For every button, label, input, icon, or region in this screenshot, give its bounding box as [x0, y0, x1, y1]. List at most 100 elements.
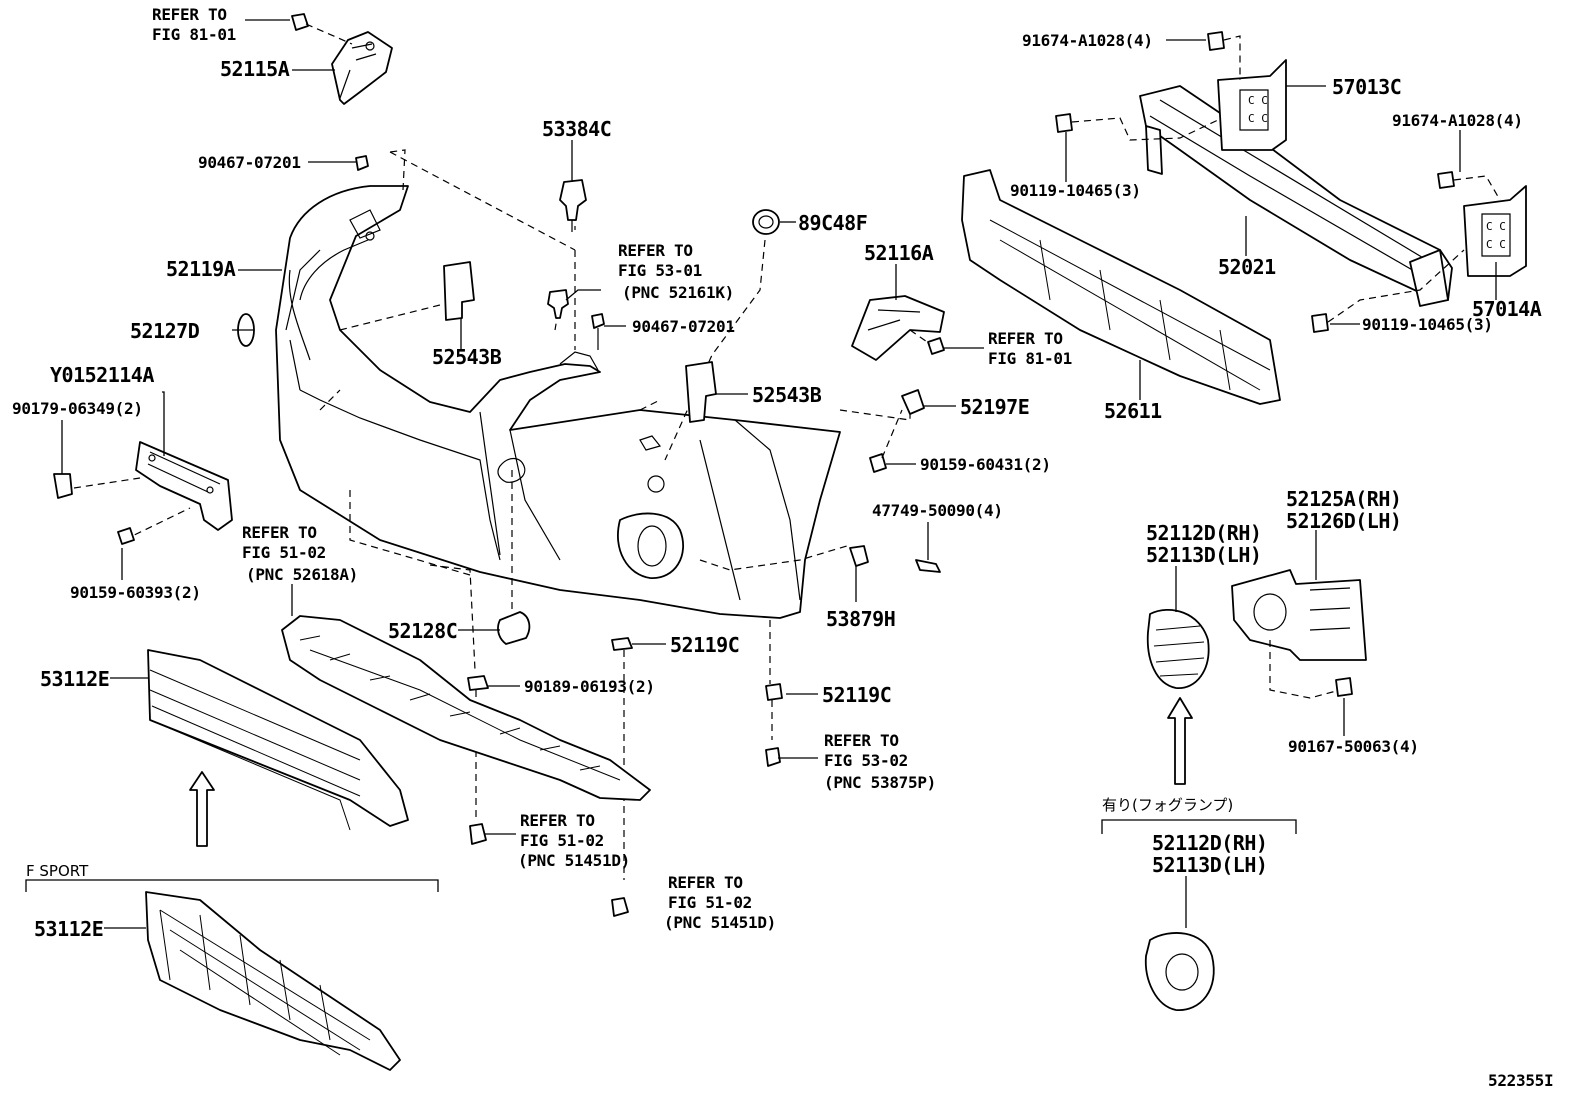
emblem-52127d-drawing — [232, 313, 255, 347]
label-52126d: 52126D(LH) — [1286, 509, 1401, 533]
section-foglamp: 有り(フォグランプ) — [1102, 796, 1233, 814]
ref-fig81b-line2: FIG 81-01 — [988, 349, 1072, 368]
ref-fig53b-line3: (PNC 53875P) — [824, 773, 936, 792]
svg-text:C C: C C — [1486, 220, 1506, 233]
svg-text:C C: C C — [1248, 112, 1268, 125]
bolt-91674-right-drawing — [1437, 171, 1501, 201]
label-52113d-lower: 52113D(LH) — [1152, 853, 1267, 877]
label-90179: 90179-06349(2) — [12, 399, 143, 418]
bolt-91674-top-drawing — [1207, 31, 1241, 80]
clip-52119c-left-drawing — [611, 637, 633, 880]
label-52197e: 52197E — [960, 395, 1029, 419]
screw-90467-mid-drawing — [591, 313, 605, 350]
ref-fig51a-line3: (PNC 52618A) — [246, 565, 358, 584]
foglamp-cover-lower-drawing — [1144, 932, 1215, 1011]
bracket-52115a-drawing — [291, 13, 393, 105]
ref-fig53b-line2: FIG 53-02 — [824, 751, 908, 770]
label-90467-mid: 90467-07201 — [632, 317, 735, 336]
label-90167: 90167-50063(4) — [1288, 737, 1419, 756]
screw-90159-right-drawing — [869, 409, 903, 473]
label-53112e-upper: 53112E — [40, 667, 109, 691]
label-90159-left: 90159-60393(2) — [70, 583, 201, 602]
foglamp-bracket-line — [1101, 819, 1297, 834]
label-90119-top: 90119-10465(3) — [1010, 181, 1141, 200]
clip-52161k-drawing — [547, 289, 569, 319]
ref-fig53a-line2: FIG 53-01 — [618, 261, 702, 280]
clip-52119c-right-drawing — [765, 620, 783, 767]
foglamp-cover-upper-drawing — [1146, 609, 1210, 689]
bolt-90119-bottom-drawing — [1311, 249, 1465, 333]
section-fsport: F SPORT — [26, 862, 89, 880]
label-90189: 90189-06193(2) — [524, 677, 655, 696]
ref-fig53a-line1: REFER TO — [618, 241, 693, 260]
clip-90189-drawing — [467, 675, 489, 845]
label-52119a: 52119A — [166, 257, 236, 281]
license-bracket-drawing — [53, 441, 233, 545]
pad-52543b-left-drawing — [443, 261, 475, 321]
foglamp-bracket-drawing — [1231, 569, 1367, 699]
arrow-up-left-drawing — [189, 771, 215, 847]
label-52112d-lower: 52112D(RH) — [1152, 831, 1267, 855]
label-52021: 52021 — [1218, 255, 1276, 279]
label-90119-bottom: 90119-10465(3) — [1362, 315, 1493, 334]
grille-53112e-upper-drawing — [147, 649, 409, 831]
label-53112e-fsport: 53112E — [34, 917, 103, 941]
label-52125a: 52125A(RH) — [1286, 487, 1401, 511]
svg-text:C C: C C — [1248, 94, 1268, 107]
screw-90467-top-drawing — [355, 155, 369, 171]
grille-53112e-fsport-drawing — [145, 891, 401, 1071]
ref-fig81a-line2: FIG 81-01 — [152, 25, 236, 44]
label-52119c-left: 52119C — [670, 633, 739, 657]
ref-fig53a-line3: (PNC 52161K) — [622, 283, 734, 302]
ref-fig51b-line2: FIG 51-02 — [520, 831, 604, 850]
clip-53384c-drawing — [559, 179, 587, 232]
label-47749: 47749-50090(4) — [872, 501, 1003, 520]
ref-fig51c-line2: FIG 51-02 — [668, 893, 752, 912]
label-53384c: 53384C — [542, 117, 611, 141]
label-53879h: 53879H — [826, 607, 895, 631]
ref-fig51c-line3: (PNC 51451D) — [664, 913, 776, 932]
label-90467-top: 90467-07201 — [198, 153, 301, 172]
ref-fig81b-line1: REFER TO — [988, 329, 1063, 348]
label-52127d: 52127D — [130, 319, 200, 343]
label-57013c: 57013C — [1332, 75, 1401, 99]
label-y0152114a: Y0152114A — [50, 363, 154, 387]
label-52128c: 52128C — [388, 619, 457, 643]
label-89c48f: 89C48F — [798, 211, 867, 235]
label-91674-top: 91674-A1028(4) — [1022, 31, 1153, 50]
label-52543b-left: 52543B — [432, 345, 502, 369]
undercover-drawing — [281, 615, 651, 801]
nut-52197e-drawing — [901, 389, 925, 415]
label-52116a: 52116A — [864, 241, 934, 265]
clip-53879h-drawing — [849, 545, 869, 567]
label-91674-right: 91674-A1028(4) — [1392, 111, 1523, 130]
ref-fig51c-line1: REFER TO — [668, 873, 743, 892]
figure-id: 522355I — [1488, 1071, 1553, 1090]
bracket-57013c-drawing: C C C C — [1217, 59, 1287, 151]
label-52112d-upper: 52112D(RH) — [1146, 521, 1261, 545]
screw-51451d-drawing — [611, 897, 629, 917]
svg-text:C C: C C — [1486, 238, 1506, 251]
label-52115a: 52115A — [220, 57, 290, 81]
pad-52543b-right-drawing — [685, 361, 717, 423]
ref-fig51b-line1: REFER TO — [520, 811, 595, 830]
ref-fig51a-line2: FIG 51-02 — [242, 543, 326, 562]
label-52119c-right: 52119C — [822, 683, 891, 707]
screw-47749-drawing — [915, 559, 941, 573]
bumper-cover-52119a-drawing — [275, 185, 841, 619]
ref-fig51a-line1: REFER TO — [242, 523, 317, 542]
ref-fig51b-line3: (PNC 51451D) — [518, 851, 630, 870]
bolt-90119-top-drawing — [1055, 113, 1219, 141]
label-52611: 52611 — [1104, 399, 1162, 423]
label-52543b-right: 52543B — [752, 383, 822, 407]
label-52113d-upper: 52113D(LH) — [1146, 543, 1261, 567]
label-90159-right: 90159-60431(2) — [920, 455, 1051, 474]
bracket-52116a-drawing — [851, 295, 945, 361]
label-57014a: 57014A — [1472, 297, 1542, 321]
bracket-57014a-drawing: C C C C — [1463, 185, 1527, 277]
ref-fig53b-line1: REFER TO — [824, 731, 899, 750]
leader-lines — [61, 19, 1497, 929]
grommet-89c48f-drawing — [752, 209, 780, 235]
